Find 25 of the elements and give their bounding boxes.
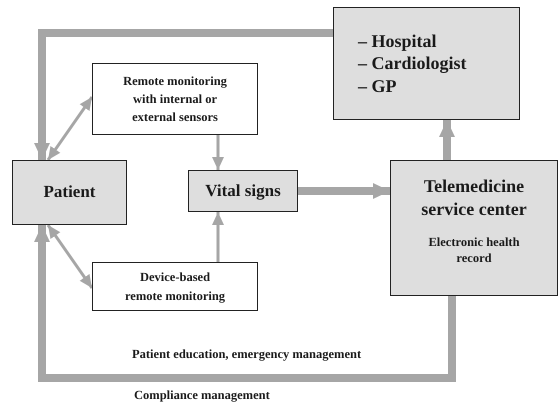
node-label: – GP — [358, 74, 396, 98]
arrow — [212, 212, 224, 262]
arrow — [439, 120, 455, 160]
node-label: Vital signs — [205, 180, 281, 202]
arrow — [46, 224, 94, 289]
process-box — [92, 262, 258, 311]
node-label: Electronic health record — [427, 234, 521, 266]
process-box — [12, 160, 127, 225]
arrow — [34, 29, 333, 160]
node-label: Patient — [44, 182, 96, 203]
node-label: – Cardiologist — [358, 52, 467, 75]
process-box — [92, 63, 258, 135]
process-box — [333, 7, 520, 120]
node-label: Telemedicine service center — [420, 175, 528, 222]
node-label: Remote monitoring with internal or external sensors — [122, 72, 228, 126]
arrow — [212, 135, 224, 170]
process-box — [188, 170, 298, 212]
edge-label: Patient education, emergency management — [130, 347, 364, 362]
arrow — [46, 96, 94, 161]
node-label: – Hospital — [358, 30, 437, 52]
process-box — [390, 160, 558, 296]
note-label: Compliance management — [132, 388, 272, 403]
arrow — [34, 225, 456, 382]
arrow — [298, 183, 390, 199]
node-label: Device-based remote monitoring — [124, 269, 226, 305]
